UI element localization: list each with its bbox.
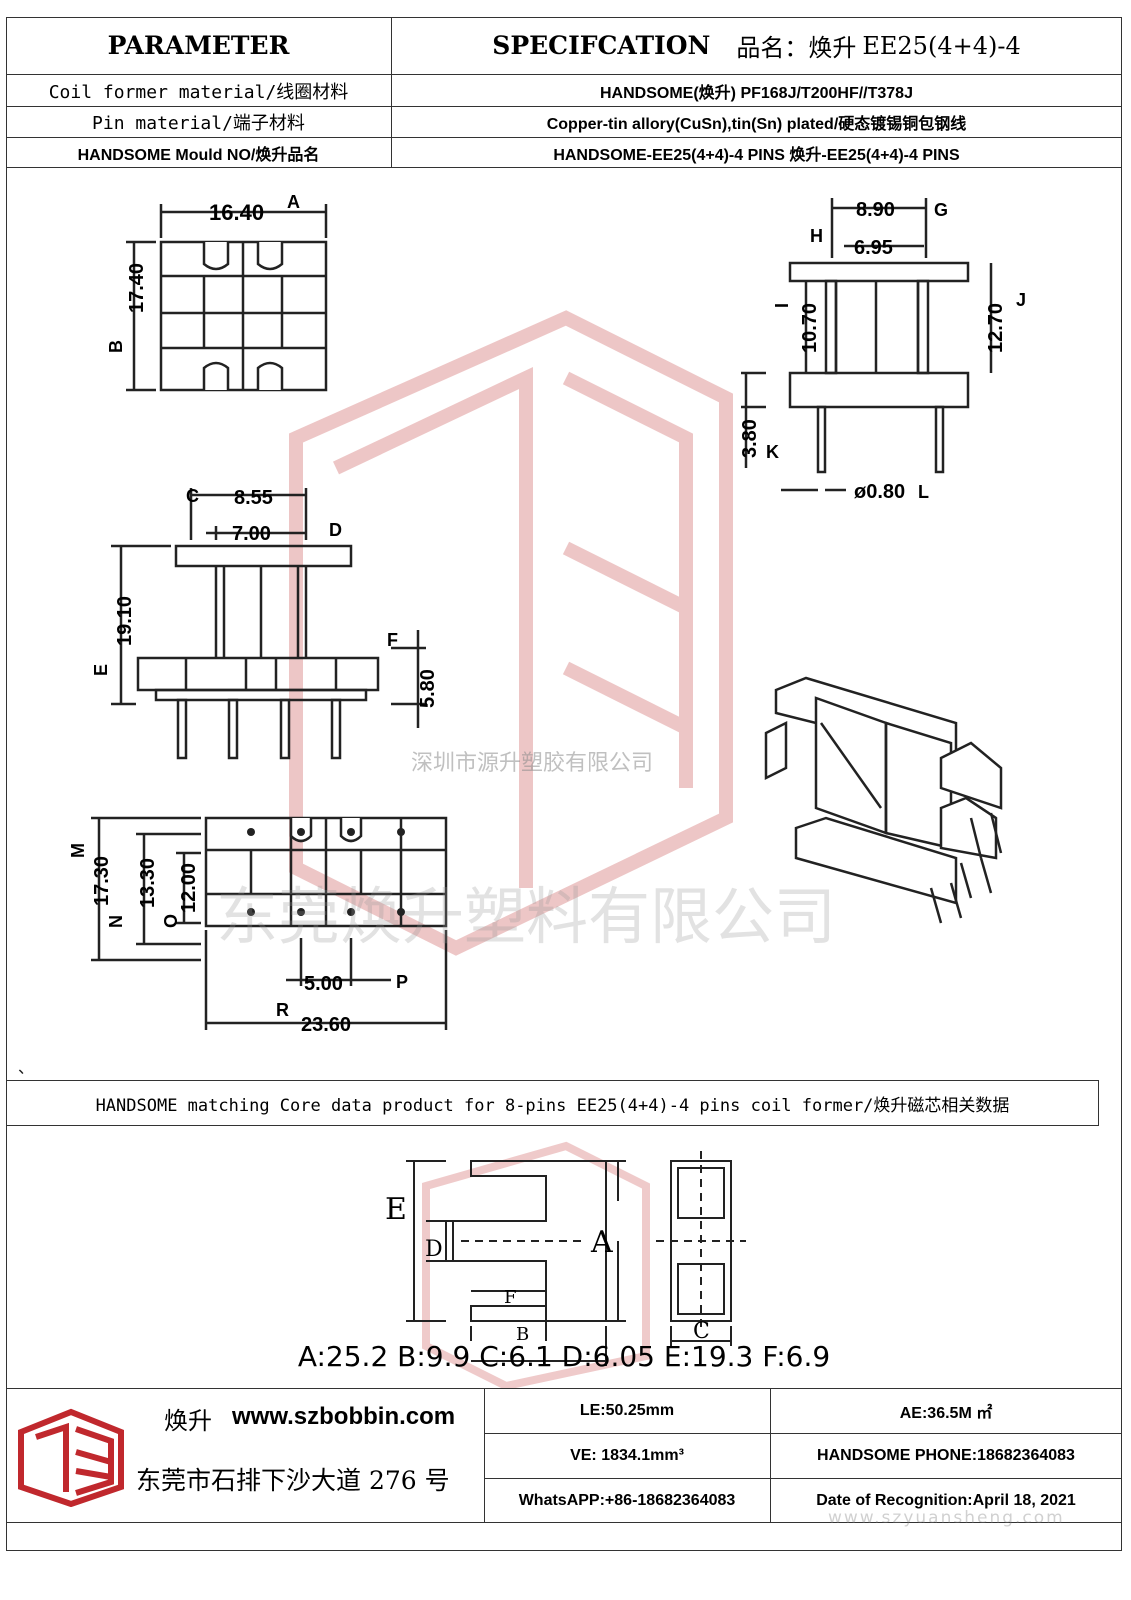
front-view bbox=[111, 488, 426, 760]
param-row-value: Copper-tin allory(CuSn),tin(Sn) plated/硬… bbox=[546, 116, 967, 133]
dim-l-tag: L bbox=[918, 482, 929, 502]
dim-l-value: ø0.80 bbox=[854, 481, 905, 503]
dim-h-tag: H bbox=[810, 226, 823, 246]
core-label-e: E bbox=[385, 1192, 407, 1227]
dim-j-tag: J bbox=[1016, 290, 1026, 310]
param-row-label: Coil former material/线圈材料 bbox=[48, 81, 349, 103]
dim-d-value: 7.00 bbox=[232, 523, 271, 545]
core-label-c: C bbox=[693, 1319, 710, 1344]
param-row-value: HANDSOME(焕升) PF168J/T200HF//T378J bbox=[600, 84, 913, 102]
param-row-label: Pin material/端子材料 bbox=[92, 113, 305, 134]
isometric-pins bbox=[929, 812, 1003, 924]
parameter-label: PARAMETER bbox=[107, 31, 290, 60]
footer-row-divider bbox=[484, 1478, 1122, 1479]
dim-h-value: 6.95 bbox=[854, 237, 893, 259]
bottom-view-pins bbox=[247, 828, 405, 916]
watermark-large-text: 东莞焕升塑料有限公司 bbox=[216, 883, 836, 952]
core-section-title: HANDSOME matching Core data product for … bbox=[95, 1095, 1010, 1116]
handsome-logo bbox=[18, 1408, 124, 1507]
dim-k-tag: K bbox=[766, 442, 779, 462]
stray-mark: 、 bbox=[18, 1060, 34, 1077]
dim-a-tag: A bbox=[287, 192, 300, 212]
dim-d-tag: D bbox=[329, 520, 342, 540]
top-view bbox=[126, 204, 328, 392]
footer-ae: AE:36.5M ㎡ bbox=[899, 1405, 993, 1422]
dim-j-value: 12.70 bbox=[985, 303, 1007, 353]
footer-address: 东莞市石排下沙大道 276 号 bbox=[136, 1466, 450, 1495]
dim-r-value: 23.60 bbox=[301, 1014, 351, 1036]
dim-o-tag: O bbox=[161, 914, 181, 928]
spec-sheet-frame bbox=[6, 17, 1122, 1551]
param-row: Coil former material/线圈材料 HANDSOME(焕升) P… bbox=[6, 75, 1122, 107]
core-label-d: D bbox=[425, 1237, 443, 1262]
footer-le: LE:50.25mm bbox=[579, 1402, 675, 1419]
param-row: Pin material/端子材料 Copper-tin allory(CuSn… bbox=[6, 107, 1122, 138]
dim-e-tag: E bbox=[91, 664, 111, 676]
dim-n-tag: N bbox=[106, 915, 126, 928]
dim-p-value: 5.00 bbox=[304, 973, 343, 995]
param-row-label: HANDSOME Mould NO/焕升品名 bbox=[77, 146, 320, 164]
bobbin-drawing: 16.40 A 17.40 B bbox=[6, 168, 1122, 1080]
spec-label: SPECIFCATION bbox=[492, 31, 711, 60]
footer-phone[interactable]: HANDSOME PHONE:18682364083 bbox=[817, 1447, 1075, 1464]
spec-header: SPECIFCATION 品名：焕升 EE25(4+4)-4 bbox=[391, 17, 1122, 74]
footer-divider bbox=[770, 1389, 771, 1522]
dim-g-value: 8.90 bbox=[856, 199, 895, 221]
core-drawing: E D A F B C A:25.2 B:9.9 C:6.1 D:6.05 E:… bbox=[6, 1126, 1122, 1391]
parameter-header: PARAMETER bbox=[6, 17, 391, 74]
watermark-url: www.szyuansheng.com bbox=[828, 1508, 1065, 1528]
product-name-label: 品名：焕升 bbox=[736, 34, 857, 62]
dim-i-tag: I bbox=[772, 303, 792, 308]
watermark-small-text: 深圳市源升塑胶有限公司 bbox=[411, 750, 653, 775]
dim-e-value: 19.10 bbox=[114, 596, 136, 646]
footer-ve: VE: 1834.1mm³ bbox=[570, 1447, 684, 1464]
e-core-side bbox=[656, 1151, 746, 1346]
dim-f-value: 5.80 bbox=[417, 669, 439, 708]
footer: 焕升 www.szbobbin.com 东莞市石排下沙大道 276 号 LE:5… bbox=[6, 1388, 1122, 1523]
dim-c-tag: C bbox=[186, 486, 199, 506]
dim-i-value: 10.70 bbox=[799, 303, 821, 353]
dim-m-tag: M bbox=[68, 843, 88, 858]
core-label-b: B bbox=[516, 1324, 529, 1345]
footer-whatsapp[interactable]: WhatsAPP:+86-18682364083 bbox=[518, 1491, 736, 1509]
core-drawing-svg: E D A F B C bbox=[385, 1141, 746, 1391]
bobbin-drawing-svg: 16.40 A 17.40 B bbox=[18, 192, 1026, 1077]
footer-row-divider bbox=[484, 1433, 1122, 1434]
dim-b-tag: B bbox=[106, 340, 126, 353]
dim-a-value: 16.40 bbox=[209, 200, 264, 225]
footer-brand: 焕升 bbox=[164, 1407, 212, 1435]
dim-n-value: 13.30 bbox=[137, 858, 159, 908]
dim-m-value: 17.30 bbox=[91, 856, 113, 906]
dim-f-tag: F bbox=[387, 630, 398, 650]
core-watermark bbox=[422, 1141, 650, 1391]
dim-b-value: 17.40 bbox=[126, 263, 148, 313]
dim-o-value: 12.00 bbox=[178, 863, 200, 913]
e-core-front bbox=[406, 1160, 626, 1366]
core-label-f: F bbox=[504, 1287, 517, 1308]
core-section-title-box: HANDSOME matching Core data product for … bbox=[6, 1080, 1099, 1126]
param-row-value: HANDSOME-EE25(4+4)-4 PINS 焕升-EE25(4+4)-4… bbox=[553, 146, 960, 164]
dim-r-tag: R bbox=[276, 1000, 289, 1020]
core-values: A:25.2 B:9.9 C:6.1 D:6.05 E:19.3 F:6.9 bbox=[297, 1340, 831, 1373]
product-name-value: EE25(4+4)-4 bbox=[862, 31, 1021, 60]
dim-c-value: 8.55 bbox=[234, 487, 273, 509]
isometric-view bbox=[764, 676, 1003, 905]
footer-divider bbox=[484, 1389, 485, 1522]
dim-k-value: 3.80 bbox=[739, 419, 761, 458]
footer-website[interactable]: www.szbobbin.com bbox=[232, 1403, 456, 1430]
watermark-logo bbox=[289, 310, 733, 956]
param-row: HANDSOME Mould NO/焕升品名 HANDSOME-EE25(4+4… bbox=[6, 138, 1122, 168]
dim-g-tag: G bbox=[934, 200, 948, 220]
side-view bbox=[741, 198, 993, 492]
dim-p-tag: P bbox=[396, 972, 408, 992]
header-divider bbox=[391, 17, 392, 168]
core-label-a: A bbox=[590, 1225, 613, 1260]
header-row: PARAMETER SPECIFCATION 品名：焕升 EE25(4+4)-4 bbox=[6, 17, 1122, 75]
footer-date: Date of Recognition:April 18, 2021 bbox=[816, 1491, 1076, 1509]
